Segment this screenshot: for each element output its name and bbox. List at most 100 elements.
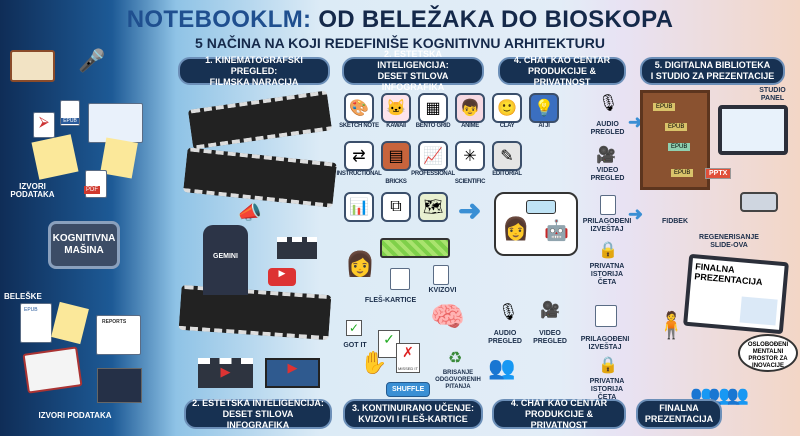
clapperboard-play-icon: ▶ <box>198 358 253 388</box>
lock-icon: 🔒 <box>598 242 618 259</box>
growth-chart-icon <box>739 296 778 326</box>
style-tile-clay[interactable]: 🙂CLAY <box>492 93 532 129</box>
projector-icon <box>740 192 778 212</box>
tile-label: CLAY <box>499 123 515 129</box>
pptx-file-icon: PPTX <box>705 168 732 179</box>
map-icon: 🗺 <box>418 192 448 222</box>
anime-face-icon: 👦 <box>455 93 485 123</box>
notes-paper-icon <box>51 301 89 345</box>
arrow-right-icon: ➜ <box>628 204 644 224</box>
flowchart-icon: ⇄ <box>344 141 374 171</box>
video-overview-label: VIDEO PREGLED <box>590 167 625 182</box>
microphone-icon: 🎙 <box>498 304 519 321</box>
network-icon: ✳ <box>455 141 485 171</box>
recycle-bin-icon: ♻ <box>448 350 463 367</box>
section-pill-3-bottom: 3. KONTINUIRANO UČENJE:KVIZOVI I FLEŠ-KA… <box>343 399 483 429</box>
notes-label: BELEŠKE <box>4 292 42 301</box>
gemini-robot: GEMINI <box>203 225 248 295</box>
play-video-icon: ▶ <box>268 268 296 286</box>
org-chart-icon: ⧉ <box>381 192 411 222</box>
section-pill-2-bottom: 2. ESTETSKA INTELIGENCIJA:DESET STILOVA … <box>184 397 332 430</box>
style-tile-anime[interactable]: 👦ANIME <box>455 93 495 129</box>
growth-chart-icon: 📊 <box>344 192 374 222</box>
epub-doc-bottom: EPUB <box>20 303 52 343</box>
book-icon <box>22 346 83 394</box>
quizzes-label: KVIZOVI <box>428 287 457 294</box>
page-subtitle: 5 NAČINA NA KOJI REDEFINIŠE KOGNITIVNU A… <box>195 35 605 51</box>
pill-line: 2. ESTETSKA INTELIGENCIJA: <box>192 397 324 408</box>
clay-face-icon: 🙂 <box>492 93 522 123</box>
section-pill-2: 2. ESTETSKA INTELIGENCIJA:DESET STILOVA … <box>342 49 484 92</box>
tile-label: SCIENTIFIC <box>454 179 486 185</box>
brain-icon: 🧠 <box>430 301 465 332</box>
pill-line: 4. CHAT KAO CENTAR <box>513 54 611 65</box>
style-tile-professional[interactable]: 📈PROFESSIONAL <box>411 141 458 177</box>
style-tile-bento-grid[interactable]: ▦BENTO GRID <box>416 93 458 129</box>
style-tile-editorial[interactable]: ✎EDITORIAL <box>492 141 532 177</box>
pill-line: DESET STILOVA INFOGRAFIKA <box>377 71 449 92</box>
style-tile-sketch-note[interactable]: 🎨SKETCH NOTE <box>339 93 384 129</box>
style-tile-kawaii[interactable]: 🐱KAWAII <box>381 93 421 129</box>
arrow-right-icon: ➜ <box>458 195 482 226</box>
video-player-icon: ▶ <box>265 358 320 388</box>
sources-label-top: IZVORI PODATAKA <box>10 182 55 199</box>
regenerate-slides-label: REGENERISANJE SLIDE-OVA <box>699 234 759 249</box>
pill-line: I STUDIO ZA PREZENTACIJE <box>650 71 775 81</box>
code-window-icon <box>97 368 142 403</box>
pdf-doc: PDF <box>84 170 107 198</box>
microphone-icon: 🎙 <box>598 95 619 112</box>
tile-label: BENTO GRID <box>415 123 451 129</box>
video-camera-icon: 🎥 <box>540 302 560 319</box>
card-missed-it[interactable]: ✗MISSED IT <box>396 343 420 373</box>
audio-overview-label: AUDIO PREGLED <box>590 121 625 136</box>
tile-label: SKETCH NOTE <box>339 123 379 129</box>
epub-label: EPUB <box>61 118 79 124</box>
people-at-laptops: 👥 <box>488 355 516 380</box>
pdf-label: PDF <box>84 186 100 194</box>
pill-line: PREZENTACIJA <box>644 414 714 424</box>
reports-doc: REPORTS <box>96 315 141 355</box>
style-tile-instructional[interactable]: ⇄INSTRUCTIONAL <box>336 141 384 177</box>
pill-line: PRODUKCIJE & PRIVATNOST <box>524 408 593 430</box>
epub-book: EPUB <box>671 169 694 177</box>
cognitive-machine: KOGNITIVNA MAŠINA <box>48 221 120 269</box>
section-pill-1: 1. KINEMATOGRAFSKI PREGLED:FILMSKA NARAC… <box>178 55 330 87</box>
audio-overview-label: AUDIO PREGLED <box>488 330 522 345</box>
sources-label-bottom: IZVORI PODATAKA <box>38 411 112 420</box>
tile-label: PROFESSIONAL <box>411 171 455 177</box>
epub-doc-top: EPUB <box>60 100 80 126</box>
page-title: NOTEBOOKLM: OD BELEŽAKA DO BIOSKOPA <box>0 6 800 34</box>
missed-it-label: MISSED IT <box>397 366 418 371</box>
style-tile-ai[interactable]: 💡AI JI <box>529 93 569 129</box>
ai-assistant-avatar: 🤖 <box>544 220 569 242</box>
tile-label: EDITORIAL <box>492 171 522 177</box>
epub-label: EPUB <box>24 307 38 313</box>
film-strip-middle <box>183 147 337 208</box>
clapperboard-icon <box>277 237 317 259</box>
chat-bubble-icon <box>526 200 556 214</box>
bar-chart-icon: 📈 <box>418 141 448 171</box>
pill-line: PRODUKCIJE & PRIVATNOST <box>527 65 596 87</box>
person-avatar: 👩 <box>502 216 530 241</box>
screen-title: FINALNA PREZENTACIJA <box>693 261 763 288</box>
film-strip-bottom <box>178 284 332 341</box>
megaphone-icon: 📣 <box>237 202 262 224</box>
final-presentation-screen: FINALNA PREZENTACIJA <box>683 253 789 335</box>
tile-label: ANIME <box>461 123 479 129</box>
flashcards-label: FLEŠ-KARTICE <box>364 297 417 304</box>
tile-label: BRICKS <box>385 179 407 185</box>
style-tile-scientific[interactable]: ✳ SCIENTIFIC <box>455 141 495 185</box>
speech-bubble: OSLOBOĐENI MENTALNI PROSTOR ZA INOVACIJE <box>738 334 798 372</box>
title-text: OD BELEŽAKA DO BIOSKOPA <box>318 6 674 33</box>
pill-line: DESET STILOVA INFOGRAFIKA <box>222 408 294 430</box>
tile-label: INSTRUCTIONAL <box>336 171 382 177</box>
pill-line: KVIZOVI I FLEŠ-KARTICE <box>358 414 468 424</box>
style-tile-bricks[interactable]: ▤BRICKS <box>381 141 421 185</box>
checkbox-checked-icon: ✓ <box>346 320 362 336</box>
shuffle-button[interactable]: SHUFFLE <box>386 382 431 397</box>
tile-label: AI JI <box>538 123 550 129</box>
